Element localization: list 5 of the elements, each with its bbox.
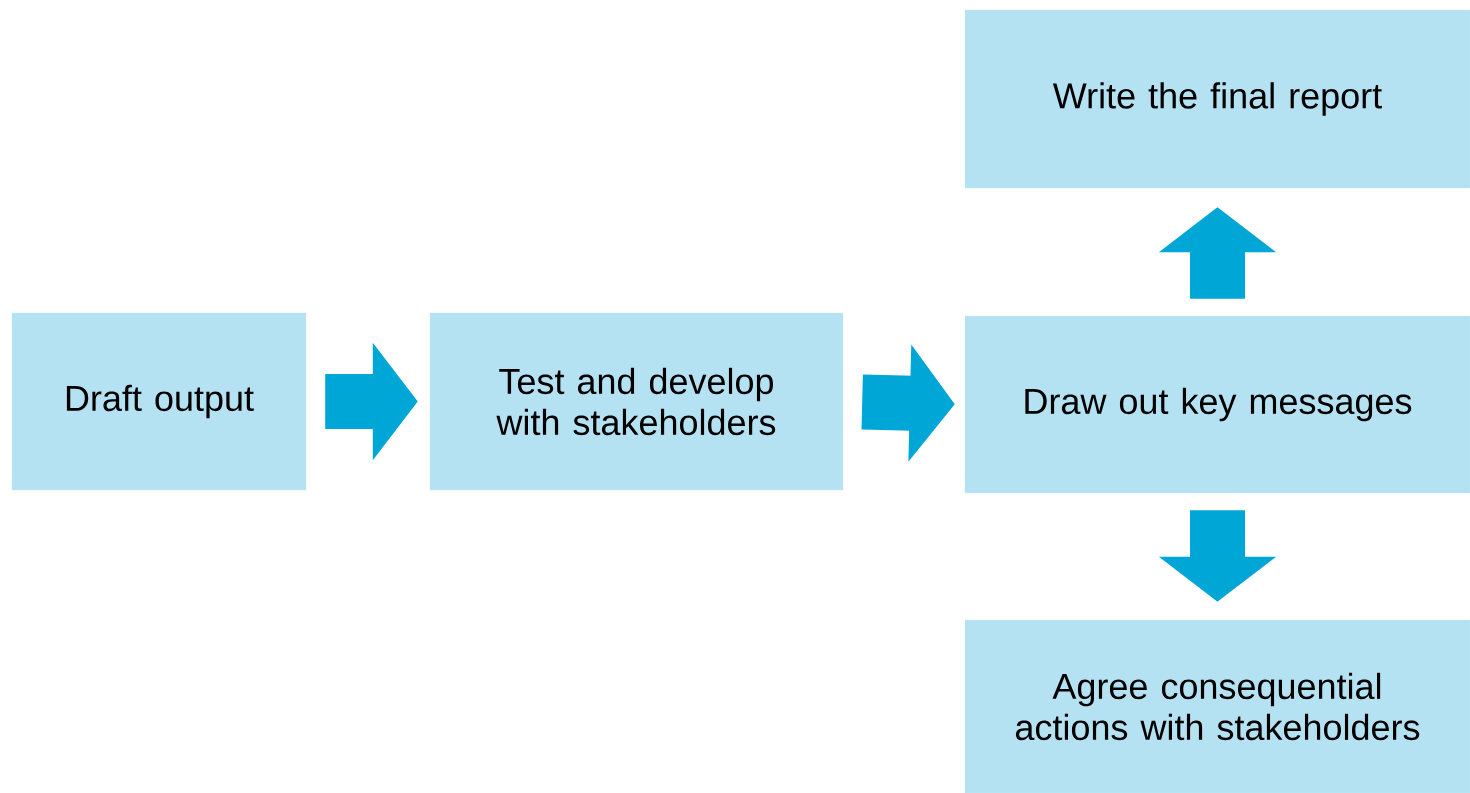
process-box: Write the final report <box>964 9 1470 189</box>
process-box: Test and develop with stakeholders <box>429 312 844 491</box>
process-box: Agree consequential actions with stakeholders <box>964 619 1470 793</box>
process-box: Draw out key messages <box>964 315 1470 494</box>
process-box: Draft output <box>11 312 307 491</box>
